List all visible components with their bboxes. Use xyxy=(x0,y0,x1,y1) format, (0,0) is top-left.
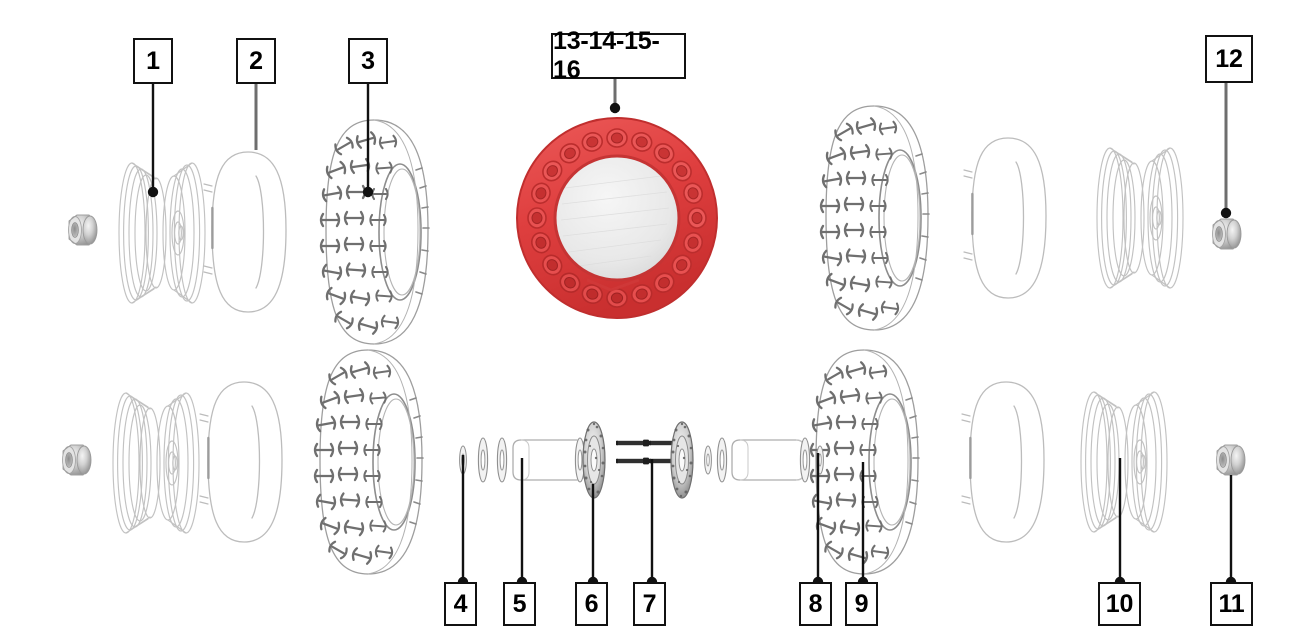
callout-box-1[interactable]: 1 xyxy=(133,38,173,84)
callout-box-8[interactable]: 8 xyxy=(799,582,832,626)
beadlock-lug-group xyxy=(527,128,707,308)
callout-box-2[interactable]: 2 xyxy=(236,38,276,84)
callout-box-12[interactable]: 12 xyxy=(1205,35,1253,83)
leader-dot-12 xyxy=(1220,207,1232,219)
callout-box-3[interactable]: 3 xyxy=(348,38,388,84)
beadlock-ring-part xyxy=(516,117,718,319)
callout-box-4[interactable]: 4 xyxy=(444,582,477,626)
callout-box-6[interactable]: 6 xyxy=(575,582,608,626)
callout-box-7[interactable]: 7 xyxy=(633,582,666,626)
leader-dot-3 xyxy=(362,186,374,198)
callout-box-5[interactable]: 5 xyxy=(503,582,536,626)
leader-dot-1 xyxy=(147,186,159,198)
callout-box-11[interactable]: 11 xyxy=(1210,582,1253,626)
callout-box-13-14-15-16[interactable]: 13-14-15-16 xyxy=(551,27,686,84)
leader-dot-13-14-15-16 xyxy=(609,102,621,114)
callout-box-9[interactable]: 9 xyxy=(845,582,878,626)
callout-box-10[interactable]: 10 xyxy=(1098,582,1141,626)
